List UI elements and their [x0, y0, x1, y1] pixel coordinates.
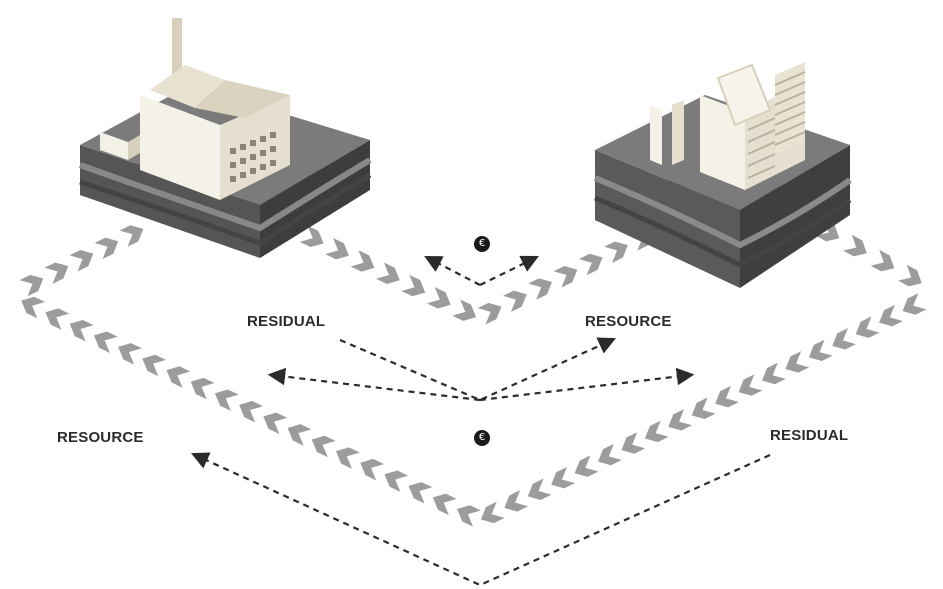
outer-flow-bottom-left-chevron	[239, 401, 263, 423]
inner-flow-chevron	[477, 302, 502, 325]
outer-flow-bottom-right-chevron	[668, 409, 693, 431]
outer-flow-bottom-right-chevron	[574, 455, 599, 477]
label-residual-left: RESIDUAL	[247, 313, 326, 330]
outer-flow-bottom-right-chevron	[527, 478, 552, 501]
inner-flow-chevron	[528, 278, 553, 300]
label-resource-right: RESOURCE	[585, 313, 672, 330]
outer-flow-bottom-left-chevron	[384, 470, 409, 492]
outer-flow-bottom-left-chevron	[336, 447, 360, 469]
inner-flow-chevron	[299, 225, 324, 248]
outer-flow-bottom-left-chevron	[166, 366, 191, 388]
inner-flow-chevron	[376, 262, 400, 284]
inner-flow-chevron	[325, 237, 349, 260]
outer-flow-bottom-left-chevron	[69, 319, 94, 342]
outer-flow-bottom-right-chevron	[808, 339, 833, 362]
outer-flow-left-chevron	[69, 250, 94, 272]
inner-flow-chevron	[503, 290, 527, 313]
outer-flow-bottom-right-chevron	[480, 501, 505, 524]
outer-flow-bottom-right-chevron	[762, 362, 786, 385]
inner-flow-chevron	[426, 287, 451, 309]
outer-flow-bottom-left-chevron	[457, 505, 481, 527]
outer-flow-bottom-right-chevron	[855, 316, 880, 338]
outer-flow-bottom-left-chevron	[190, 377, 215, 400]
outer-flow-bottom-left-chevron	[263, 412, 288, 435]
dashed-arrow-top-left	[424, 255, 481, 286]
outer-flow-bottom-right-chevron	[644, 420, 669, 443]
outer-flow-bottom-left-chevron	[93, 331, 118, 353]
outer-flow-bottom-left-chevron	[118, 343, 142, 365]
dashed-arrow-residual-to-resource-bottom	[190, 452, 771, 587]
inner-flow-chevron	[401, 274, 426, 297]
euro-coin-bottom: €	[474, 430, 490, 446]
inner-flow-chevron	[604, 241, 628, 263]
outer-flow-left-chevron	[119, 225, 144, 247]
outer-flow-bottom-left-chevron	[408, 482, 433, 504]
inner-flow-chevron	[350, 250, 375, 272]
office-building-icon	[650, 62, 806, 190]
outer-flow-bottom-right-chevron	[691, 397, 716, 419]
outer-flow-bottom-right-chevron	[598, 443, 622, 466]
dashed-flow-lines	[190, 255, 771, 587]
factory-icon	[100, 18, 290, 200]
dashed-arrow-top-right	[479, 255, 539, 286]
outer-flow-bottom-right-chevron	[785, 351, 810, 373]
outer-flow-bottom-right-chevron	[504, 490, 529, 512]
outer-flow-bottom-right-chevron	[551, 466, 575, 489]
outer-flow-bottom-right-chevron	[832, 328, 856, 350]
label-residual-right: RESIDUAL	[770, 427, 849, 444]
dashed-arrow-mid-left	[267, 367, 481, 402]
euro-coin-top: €	[474, 236, 490, 252]
outer-flow-left-chevron	[44, 262, 69, 284]
outer-flow-bottom-right-chevron	[621, 432, 646, 454]
dashed-arrow-mid-right	[479, 367, 695, 402]
outer-flow-bottom-left-chevron	[360, 458, 384, 481]
outer-flow-bottom-right-chevron	[738, 374, 763, 396]
outer-flow-right-chevron	[870, 249, 895, 272]
outer-flow-bottom-left-chevron	[287, 424, 312, 446]
dashed-arrow-residual-to-resource	[339, 337, 617, 402]
material-flow-arrows	[19, 219, 927, 527]
outer-flow-bottom-right-chevron	[902, 293, 927, 315]
outer-flow-bottom-left-chevron	[432, 493, 457, 516]
outer-flow-bottom-left-chevron	[311, 435, 336, 458]
outer-flow-left-chevron	[94, 237, 119, 260]
inner-flow-chevron	[553, 266, 578, 288]
outer-flow-bottom-left-chevron	[142, 354, 167, 377]
outer-flow-right-chevron	[843, 234, 867, 257]
inner-flow-chevron	[578, 253, 603, 276]
outer-flow-bottom-right-chevron	[715, 385, 739, 408]
outer-flow-bottom-left-chevron	[21, 296, 46, 319]
outer-flow-bottom-left-chevron	[214, 389, 239, 411]
outer-flow-left-chevron	[19, 274, 44, 297]
outer-flow-bottom-left-chevron	[45, 308, 70, 330]
outer-flow-bottom-right-chevron	[879, 304, 903, 327]
outer-flow-right-chevron	[898, 264, 922, 287]
label-resource-left: RESOURCE	[57, 429, 144, 446]
inner-flow-chevron	[452, 299, 477, 321]
